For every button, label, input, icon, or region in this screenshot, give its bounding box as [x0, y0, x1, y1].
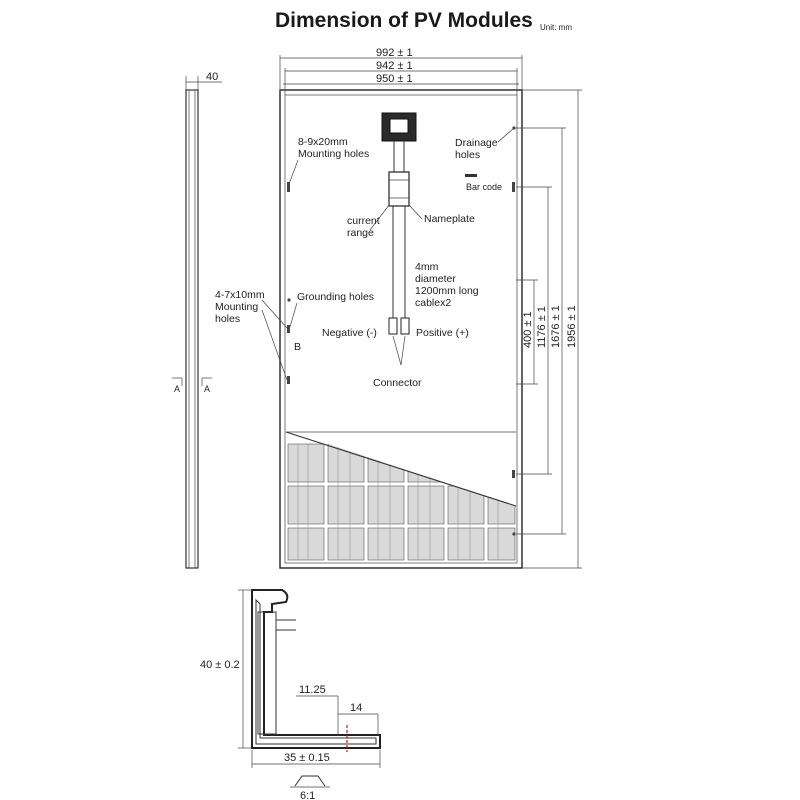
unit-label: Unit: mm — [540, 23, 572, 32]
height-1176-dim: 1176 ± 1 — [536, 306, 548, 348]
side-mounting-size-label: 4-7x10mm — [215, 289, 265, 301]
width-942-dim: 942 ± 1 — [376, 60, 413, 72]
callout-labels: 8-9x20mm Mounting holes Drainage holes B… — [215, 127, 515, 389]
frame-hollow — [257, 611, 277, 735]
junction-box-window — [389, 118, 409, 134]
point-b-label: B — [294, 341, 301, 353]
section-a-label-left: A — [174, 384, 180, 394]
width-992-dim: 992 ± 1 — [376, 47, 413, 59]
grounding-holes-label: Grounding holes — [297, 291, 374, 303]
frame-profile-outline — [251, 589, 381, 749]
grounding-hole — [287, 298, 291, 302]
solar-cell-grid — [285, 430, 517, 561]
bar-code-label: Bar code — [466, 182, 502, 192]
cable-spec-label-1: 4mm — [415, 261, 439, 273]
mounting-holes-size-label: 8-9x20mm — [298, 136, 348, 148]
module-outer-frame — [279, 89, 523, 569]
nameplate-label: Nameplate — [424, 213, 475, 225]
mounting-hole — [512, 182, 515, 192]
side-mounting-hole — [287, 325, 290, 333]
cable-spec-label-4: cablex2 — [415, 297, 451, 309]
bar-code-mark — [465, 174, 477, 177]
positive-terminal-label: Positive (+) — [416, 327, 469, 339]
module-front-view — [279, 89, 523, 569]
drainage-holes-label: Drainage — [455, 137, 498, 149]
mounting-hole — [512, 470, 515, 478]
mounting-holes-label: Mounting holes — [298, 148, 369, 160]
width-dimensions: 992 ± 1 942 ± 1 950 ± 1 — [279, 47, 523, 95]
height-1676-dim: 1676 ± 1 — [550, 305, 562, 348]
side-mounting-label: Mounting — [215, 301, 258, 313]
cable-spec-label-3: 1200mm long — [415, 285, 479, 297]
side-profile-view: 40 A A — [172, 71, 222, 569]
section-11-25-dim: 11.25 — [299, 684, 326, 696]
frame-profile-inner — [255, 598, 377, 745]
section-height-dim: 40 ± 0.2 — [200, 659, 240, 671]
frame-thickness-dim: 40 — [206, 71, 218, 83]
width-950-dim: 950 ± 1 — [376, 73, 413, 85]
height-400-dim: 400 ± 1 — [522, 311, 534, 348]
height-dimensions: 400 ± 1 1176 ± 1 1676 ± 1 1956 ± 1 — [516, 89, 582, 569]
negative-terminal-label: Negative (-) — [322, 327, 377, 339]
drawing-title: Dimension of PV Modules — [275, 9, 533, 32]
nameplate — [388, 171, 410, 207]
detail-scale-label: 6:1 — [300, 790, 315, 800]
side-mounting-label-2: holes — [215, 313, 240, 325]
connector-label: Connector — [373, 377, 422, 389]
mounting-hole — [287, 182, 290, 192]
module-inner-frame — [284, 94, 518, 564]
frame-cross-section: 40 ± 0.2 11.25 14 35 ± 0.15 6:1 — [200, 589, 381, 800]
section-a-label-right: A — [204, 384, 210, 394]
height-1956-dim: 1956 ± 1 — [566, 305, 578, 348]
section-14-dim: 14 — [350, 702, 362, 714]
drainage-hole — [512, 532, 516, 536]
connector-positive — [400, 317, 410, 335]
connector-negative — [388, 317, 398, 335]
detail-profile — [294, 775, 326, 787]
drainage-holes-label-2: holes — [455, 149, 480, 161]
side-mounting-hole — [287, 376, 290, 384]
current-range-label: current — [347, 215, 380, 227]
section-width-dim: 35 ± 0.15 — [284, 752, 330, 764]
current-range-label-2: range — [347, 227, 374, 239]
cable-spec-label-2: diameter — [415, 273, 456, 285]
side-frame-outline — [185, 89, 199, 569]
